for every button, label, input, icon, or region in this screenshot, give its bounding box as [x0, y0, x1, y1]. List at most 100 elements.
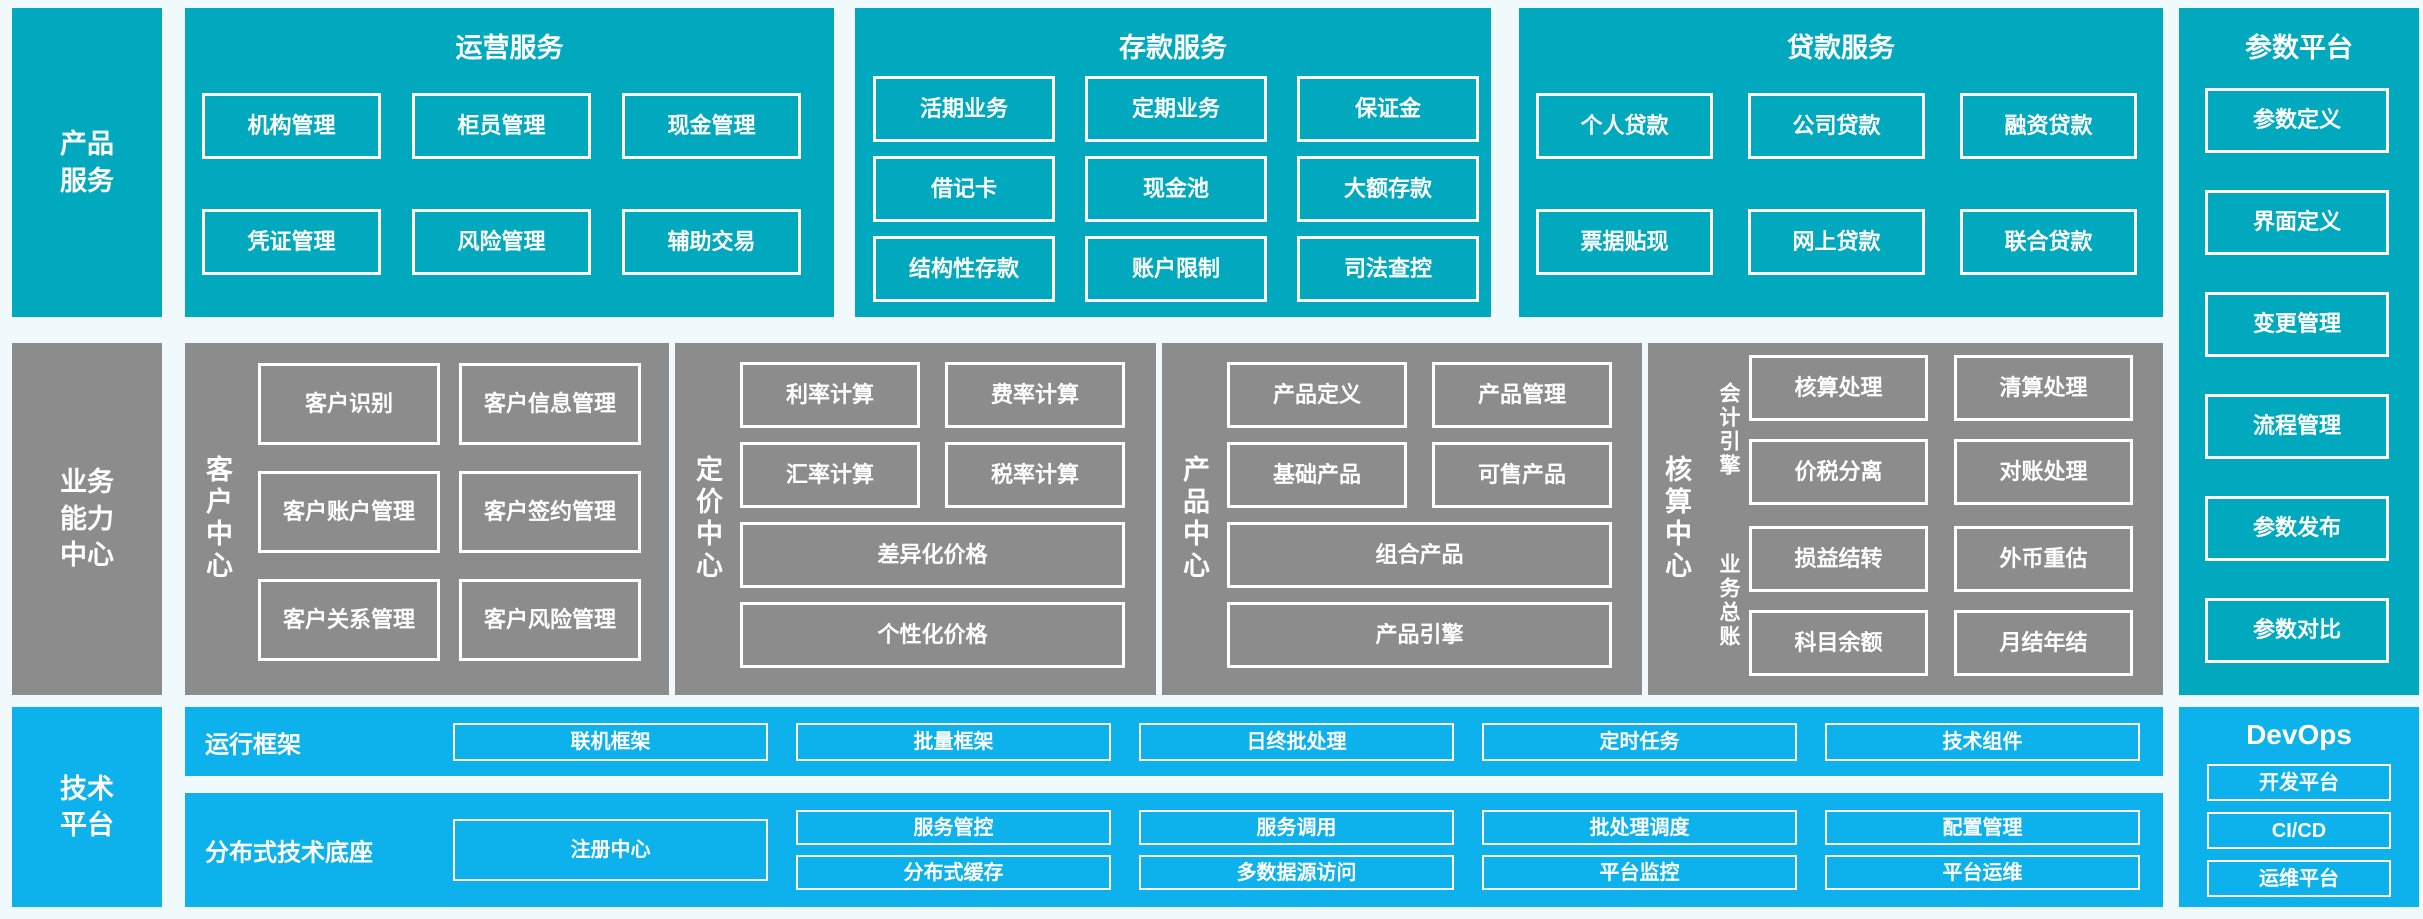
- diagram-node: 服务管控: [796, 810, 1111, 845]
- section-title: 参数平台: [2245, 33, 2353, 63]
- diagram-node: 参数定义: [2205, 88, 2389, 153]
- center-product: 产品中心 产品定义 产品管理 基础产品 可售产品 组合产品 产品引擎: [1162, 343, 1642, 695]
- customer-grid: 客户识别 客户信息管理 客户账户管理 客户签约管理 客户关系管理 客户风险管理: [258, 363, 641, 661]
- diagram-node: 个性化价格: [740, 602, 1125, 668]
- diagram-node: 流程管理: [2205, 394, 2389, 459]
- rail-business-capability-center: 业务 能力 中心: [12, 343, 162, 695]
- section-title: DevOps: [2246, 719, 2352, 750]
- diagram-node: 活期业务: [873, 76, 1055, 142]
- loan-grid: 个人贷款 公司贷款 融资贷款 票据贴现 网上贷款 联合贷款: [1536, 93, 2137, 275]
- diagram-node: 现金管理: [622, 93, 801, 159]
- diagram-node: 司法查控: [1297, 236, 1479, 302]
- devops-list: 开发平台 CI/CD 运维平台: [2207, 764, 2391, 897]
- section-devops: DevOps 开发平台 CI/CD 运维平台: [2179, 707, 2419, 907]
- diagram-node: 凭证管理: [202, 209, 381, 275]
- center-customer: 客户中心 客户识别 客户信息管理 客户账户管理 客户签约管理 客户关系管理 客户…: [185, 343, 669, 695]
- operations-grid: 机构管理 柜员管理 现金管理 凭证管理 风险管理 辅助交易: [202, 93, 801, 275]
- distributed-column: 服务管控 分布式缓存: [796, 810, 1111, 890]
- distributed-columns: 服务管控 分布式缓存 服务调用 多数据源访问 批处理调度 平台监控 配置管理 平…: [796, 810, 2140, 890]
- center-pricing: 定价中心 利率计算 费率计算 汇率计算 税率计算 差异化价格 个性化价格: [675, 343, 1156, 695]
- diagram-node: 联合贷款: [1960, 209, 2137, 275]
- diagram-node: 注册中心: [453, 819, 768, 881]
- diagram-node: 风险管理: [412, 209, 591, 275]
- diagram-node: 汇率计算: [740, 442, 920, 508]
- section-deposit-services: 存款服务 活期业务 定期业务 保证金 借记卡 现金池 大额存款 结构性存款 账户…: [855, 8, 1491, 317]
- rail-tech-platform-label: 技术 平台: [60, 773, 114, 840]
- center-accounting-label: 核算中心: [1661, 455, 1691, 583]
- section-parameter-platform: 参数平台 参数定义 界面定义 变更管理 流程管理 参数发布 参数对比: [2179, 8, 2419, 695]
- center-accounting: 核算中心 会计引擎 核算处理 清算处理 价税分离 对账处理 业务总账 损益结转 …: [1648, 343, 2163, 695]
- diagram-node: 产品管理: [1432, 362, 1612, 428]
- diagram-node: 结构性存款: [873, 236, 1055, 302]
- diagram-node: 借记卡: [873, 156, 1055, 222]
- diagram-node: 融资贷款: [1960, 93, 2137, 159]
- accounting-engine-label: 会计引擎: [1717, 382, 1740, 478]
- business-ledger-group: 业务总账 损益结转 外币重估 科目余额 月结年结: [1717, 526, 2133, 676]
- diagram-node: 月结年结: [1954, 610, 2133, 676]
- diagram-node: 运维平台: [2207, 860, 2391, 897]
- diagram-node: 账户限制: [1085, 236, 1267, 302]
- center-customer-label: 客户中心: [202, 455, 232, 583]
- bar-runtime-framework-label: 运行框架: [205, 731, 301, 758]
- diagram-node: 技术组件: [1825, 722, 2140, 761]
- business-ledger-grid: 损益结转 外币重估 科目余额 月结年结: [1749, 526, 2133, 676]
- diagram-node: 外币重估: [1954, 526, 2133, 592]
- diagram-node: 界面定义: [2205, 190, 2389, 255]
- diagram-node: 清算处理: [1954, 355, 2133, 421]
- rail-tech-platform: 技术 平台: [12, 707, 162, 907]
- diagram-node: 保证金: [1297, 76, 1479, 142]
- diagram-node: 服务调用: [1139, 810, 1454, 845]
- diagram-node: 损益结转: [1749, 526, 1928, 592]
- deposit-grid: 活期业务 定期业务 保证金 借记卡 现金池 大额存款 结构性存款 账户限制 司法…: [873, 76, 1479, 302]
- diagram-node: 平台监控: [1482, 855, 1797, 890]
- diagram-node: 费率计算: [945, 362, 1125, 428]
- diagram-node: 核算处理: [1749, 355, 1928, 421]
- section-title: 运营服务: [455, 33, 564, 63]
- diagram-node: 可售产品: [1432, 442, 1612, 508]
- accounting-engine-group: 会计引擎 核算处理 清算处理 价税分离 对账处理: [1717, 355, 2133, 505]
- distributed-column: 服务调用 多数据源访问: [1139, 810, 1454, 890]
- diagram-node: 多数据源访问: [1139, 855, 1454, 890]
- diagram-node: 批处理调度: [1482, 810, 1797, 845]
- diagram-node: 开发平台: [2207, 764, 2391, 801]
- rail-business-capability-label: 业务 能力 中心: [60, 467, 114, 571]
- parameter-list: 参数定义 界面定义 变更管理 流程管理 参数发布 参数对比: [2205, 88, 2389, 663]
- diagram-node: 定时任务: [1482, 722, 1797, 761]
- diagram-node: 产品引擎: [1227, 602, 1612, 668]
- bar-distributed-base: 分布式技术底座 注册中心 服务管控 分布式缓存 服务调用 多数据源访问 批处理调…: [185, 793, 2163, 907]
- bar-runtime-framework: 运行框架 联机框架 批量框架 日终批处理 定时任务 技术组件: [185, 707, 2163, 776]
- center-product-label: 产品中心: [1179, 455, 1209, 583]
- diagram-node: 定期业务: [1085, 76, 1267, 142]
- diagram-node: 平台运维: [1825, 855, 2140, 890]
- diagram-node: 配置管理: [1825, 810, 2140, 845]
- diagram-node: 客户风险管理: [459, 579, 641, 661]
- diagram-node: 大额存款: [1297, 156, 1479, 222]
- diagram-node: 对账处理: [1954, 439, 2133, 505]
- diagram-node: 变更管理: [2205, 292, 2389, 357]
- diagram-node: 联机框架: [453, 722, 768, 761]
- diagram-node: 价税分离: [1749, 439, 1928, 505]
- diagram-node: 组合产品: [1227, 522, 1612, 588]
- distributed-column: 批处理调度 平台监控: [1482, 810, 1797, 890]
- diagram-node: 差异化价格: [740, 522, 1125, 588]
- diagram-node: 网上贷款: [1748, 209, 1925, 275]
- section-title: 贷款服务: [1787, 33, 1895, 63]
- rail-product-services-label: 产品 服务: [60, 129, 114, 196]
- diagram-node: 个人贷款: [1536, 93, 1713, 159]
- diagram-node: 税率计算: [945, 442, 1125, 508]
- diagram-node: 客户识别: [258, 363, 440, 445]
- diagram-node: 辅助交易: [622, 209, 801, 275]
- pricing-grid: 利率计算 费率计算 汇率计算 税率计算 差异化价格 个性化价格: [740, 362, 1125, 668]
- product-grid: 产品定义 产品管理 基础产品 可售产品 组合产品 产品引擎: [1227, 362, 1612, 668]
- diagram-node: CI/CD: [2207, 812, 2391, 849]
- diagram-node: 公司贷款: [1748, 93, 1925, 159]
- diagram-node: 机构管理: [202, 93, 381, 159]
- runtime-boxes: 联机框架 批量框架 日终批处理 定时任务 技术组件: [453, 722, 2140, 761]
- diagram-node: 利率计算: [740, 362, 920, 428]
- accounting-engine-grid: 核算处理 清算处理 价税分离 对账处理: [1749, 355, 2133, 505]
- diagram-node: 柜员管理: [412, 93, 591, 159]
- section-title: 存款服务: [1119, 33, 1227, 63]
- center-pricing-label: 定价中心: [692, 455, 722, 583]
- diagram-node: 参数对比: [2205, 598, 2389, 663]
- diagram-node: 现金池: [1085, 156, 1267, 222]
